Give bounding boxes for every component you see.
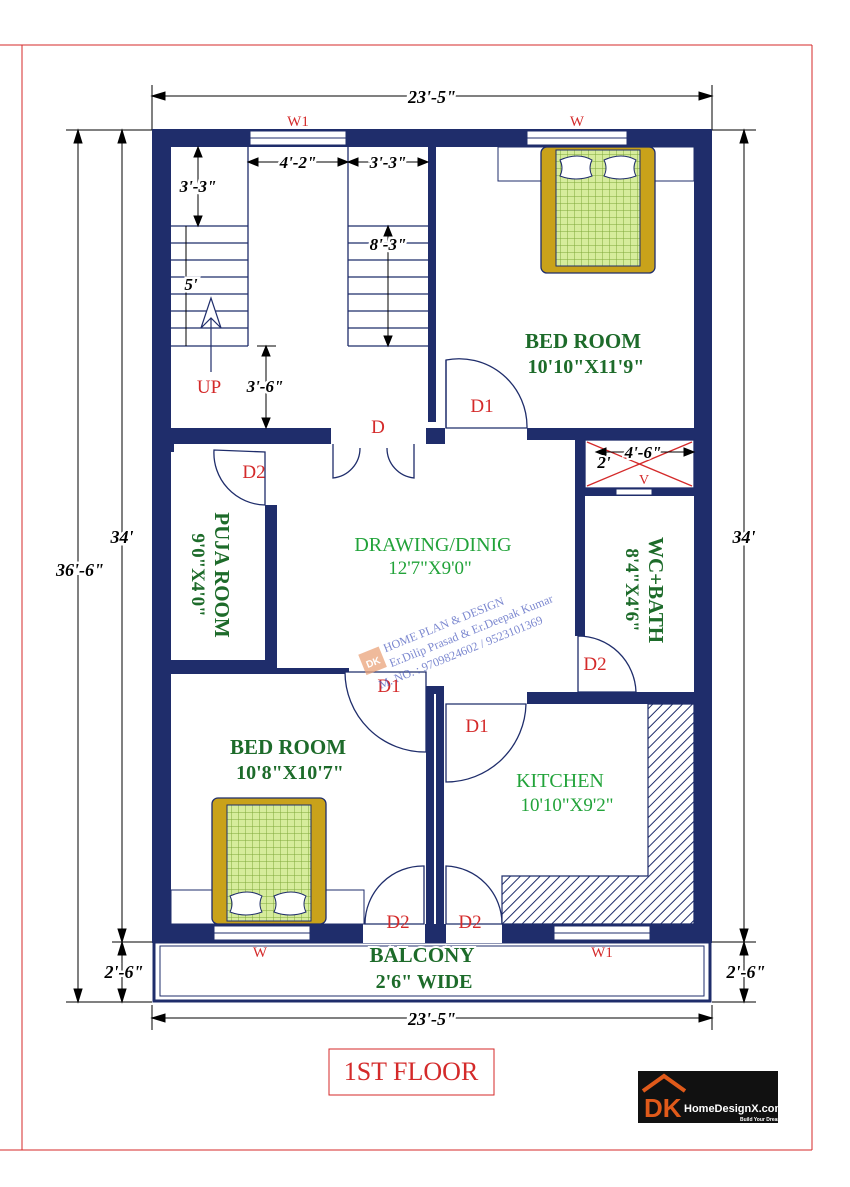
dim-stair-width-b: 3'-3" xyxy=(369,153,407,172)
room-balcony-name: BALCONY xyxy=(369,943,474,967)
up-arrow-icon xyxy=(200,296,222,372)
windows xyxy=(213,130,653,941)
dim-stair-landing: 5' xyxy=(184,275,198,294)
label-v: V xyxy=(639,473,649,488)
dimension-lines xyxy=(66,85,756,1030)
brand-name: HomeDesignX.com xyxy=(684,1103,784,1115)
label-w-bottom: W xyxy=(253,945,268,961)
plan-title: 1ST FLOOR xyxy=(328,1048,495,1096)
room-kitchen-size: 10'10"X9'2" xyxy=(520,795,613,816)
watermark-logo: DK xyxy=(365,655,383,671)
dim-right-main: 34' xyxy=(731,527,755,547)
brand-letters: DK xyxy=(644,1093,682,1123)
label-d-main: D xyxy=(371,417,385,438)
dim-stair-width-a: 4'-2" xyxy=(279,153,317,172)
dim-stair-top: 3'-3" xyxy=(179,177,217,196)
stair-dimensions xyxy=(185,145,430,430)
label-d2-wc: D2 xyxy=(583,654,606,675)
room-bedroom2-size: 10'8"X10'7" xyxy=(236,762,344,784)
dim-left-main: 34' xyxy=(109,527,133,547)
bed-icon xyxy=(170,797,365,925)
room-wc-size: 8'4"X4'6" xyxy=(621,548,642,631)
label-d1-bedroom2: D1 xyxy=(377,676,400,697)
window-v xyxy=(615,488,653,496)
brand-logo: DK HomeDesignX.com Build Your Dream xyxy=(638,1071,784,1123)
room-puja-size: 9'0"X4'0" xyxy=(187,533,208,616)
bed-icon xyxy=(497,146,695,274)
kitchen-counter xyxy=(501,703,695,925)
dim-stair-run: 8'-3" xyxy=(370,235,407,254)
dim-top-width: 23'-5" xyxy=(407,87,456,107)
room-drawing-size: 12'7"X9'0" xyxy=(388,558,472,579)
label-d1-bedroom1: D1 xyxy=(470,396,493,417)
label-d2-puja: D2 xyxy=(242,462,265,483)
room-wc-name: WC+BATH xyxy=(644,537,668,643)
room-puja-name: PUJA ROOM xyxy=(210,512,234,638)
dim-shaft-h: 2' xyxy=(596,453,611,472)
dim-bottom-width: 23'-5" xyxy=(407,1009,456,1029)
label-w-top: W xyxy=(570,114,585,130)
room-bedroom2-name: BED ROOM xyxy=(230,735,346,759)
dim-right-balcony: 2'-6" xyxy=(726,962,766,982)
dim-shaft-w: 4'-6" xyxy=(624,443,662,462)
sheet-border xyxy=(0,44,813,1151)
label-d2-balcony-left: D2 xyxy=(386,912,409,933)
label-up: UP xyxy=(197,377,221,398)
watermark: DK HOME PLAN & DESIGN Er.Dilip Prasad & … xyxy=(358,591,555,692)
room-bedroom1-size: 10'10"X11'9" xyxy=(528,356,645,378)
brand-tagline: Build Your Dream xyxy=(740,1117,782,1123)
room-drawing-name: DRAWING/DINIG xyxy=(354,534,511,556)
dim-left-total: 36'-6" xyxy=(55,560,104,580)
dim-left-balcony: 2'-6" xyxy=(104,962,144,982)
room-bedroom1-name: BED ROOM xyxy=(525,329,641,353)
staircase xyxy=(171,147,428,347)
room-balcony-size: 2'6" WIDE xyxy=(376,971,473,993)
label-w1-bottom: W1 xyxy=(591,945,613,961)
room-kitchen-name: KITCHEN xyxy=(516,770,604,792)
label-d2-balcony-right: D2 xyxy=(458,912,481,933)
label-d1-kitchen: D1 xyxy=(465,716,488,737)
label-w1-top: W1 xyxy=(287,114,309,130)
doors xyxy=(213,358,637,925)
dim-stair-bottom: 3'-6" xyxy=(246,377,284,396)
plan-title-text: 1ST FLOOR xyxy=(344,1057,479,1086)
